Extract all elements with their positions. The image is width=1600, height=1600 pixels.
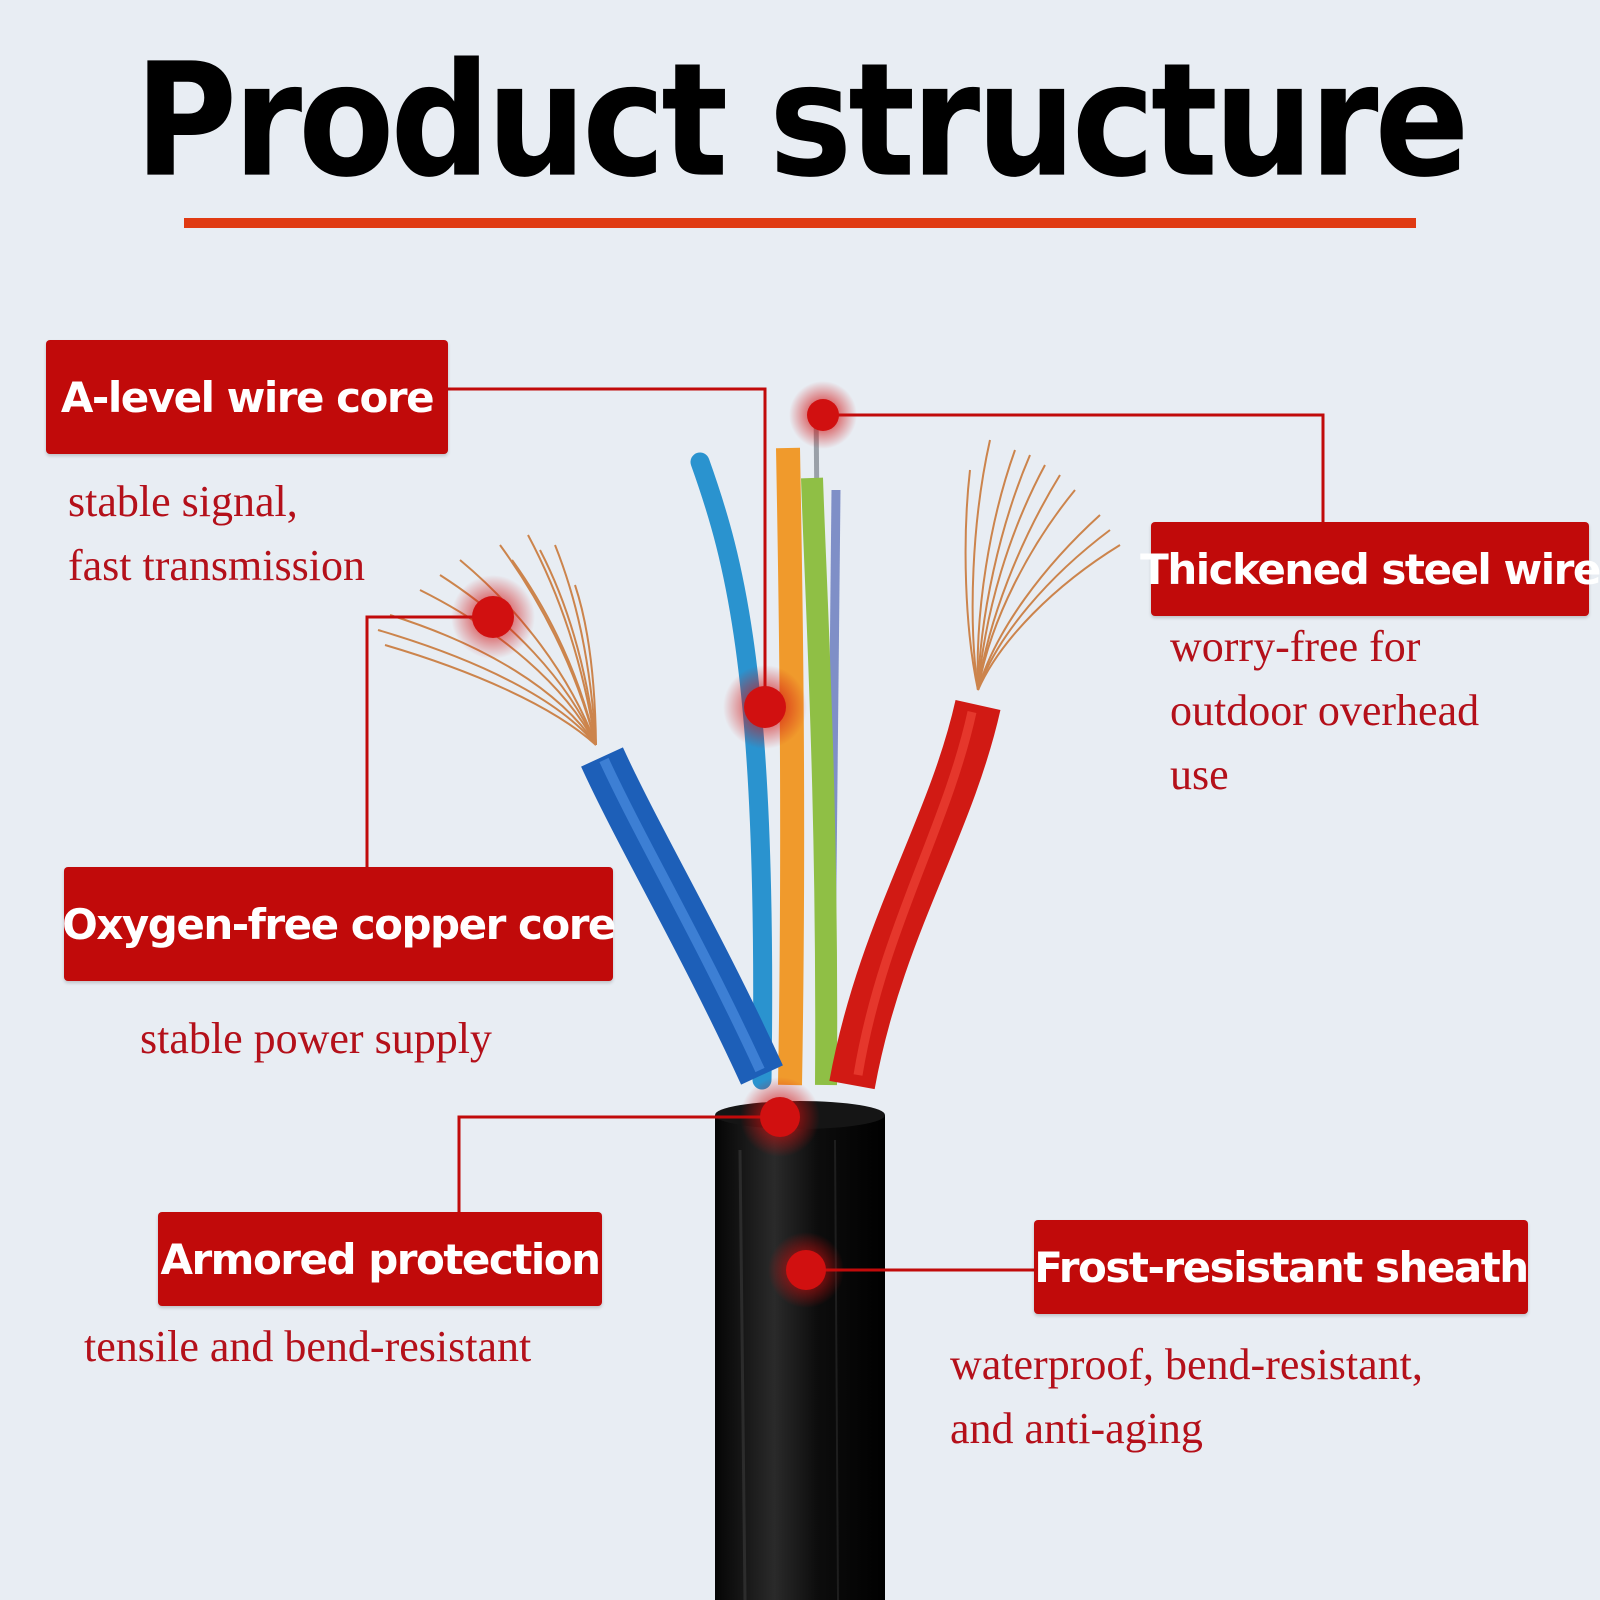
orange-wire <box>776 447 805 1086</box>
hotspot-steel-wire <box>789 381 857 449</box>
copper-strands-right <box>964 439 1121 691</box>
leader-copper-core <box>365 615 493 870</box>
cyan-wire <box>690 452 773 1090</box>
desc-line: tensile and bend-resistant <box>84 1322 532 1371</box>
hotspot-wire-core <box>723 665 807 749</box>
desc-wire-core: stable signal, fast transmission <box>68 470 365 598</box>
hotspot-markers <box>451 381 857 1308</box>
hotspot-copper-core <box>451 575 535 659</box>
desc-line: outdoor overhead <box>1170 686 1480 735</box>
desc-line: worry-free for <box>1170 622 1421 671</box>
label-sheath: Frost-resistant sheath <box>1034 1220 1529 1314</box>
desc-steel-wire: worry-free for outdoor overhead use <box>1170 615 1479 807</box>
desc-line: use <box>1170 750 1229 799</box>
hotspot-armor <box>740 1077 820 1157</box>
green-wire <box>801 477 838 1086</box>
desc-line: waterproof, bend-resistant, <box>950 1340 1423 1389</box>
leader-steel-wire <box>823 413 1325 522</box>
desc-line: stable power supply <box>140 1014 492 1063</box>
label-wire-core: A-level wire core <box>46 340 448 454</box>
page-title: Product structure <box>134 30 1470 213</box>
title-underline <box>184 218 1416 228</box>
hotspot-sheath <box>768 1232 844 1308</box>
desc-line: stable signal, <box>68 477 298 526</box>
label-steel-wire: Thickened steel wire <box>1140 522 1600 616</box>
leader-armor <box>457 1115 780 1213</box>
desc-sheath: waterproof, bend-resistant, and anti-agi… <box>950 1333 1423 1461</box>
desc-copper-core: stable power supply <box>140 1007 492 1071</box>
desc-line: fast transmission <box>68 541 365 590</box>
desc-line: and anti-aging <box>950 1404 1203 1453</box>
label-copper-core: Oxygen-free copper core <box>62 867 616 981</box>
outer-jacket <box>715 1101 885 1600</box>
label-armor: Armored protection <box>158 1212 602 1306</box>
leader-wire-core <box>447 387 767 695</box>
desc-armor: tensile and bend-resistant <box>84 1315 531 1379</box>
